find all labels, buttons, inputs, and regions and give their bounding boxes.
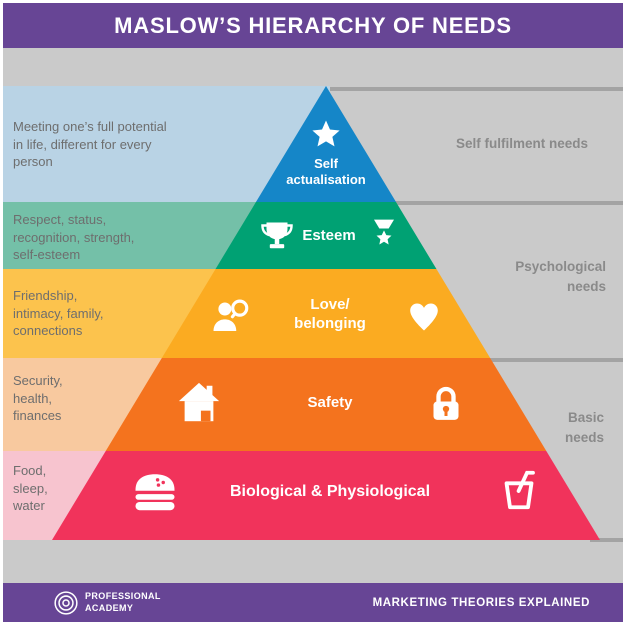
description-safety: Security, health, finances <box>13 373 63 424</box>
band-label-biological: Biological & Physiological <box>229 483 431 500</box>
title-bar: MASLOW’S HIERARCHY OF NEEDS <box>3 3 623 48</box>
divider-basic <box>590 538 623 542</box>
description-love-belonging: Friendship, intimacy, family, connection… <box>13 288 104 339</box>
page-title: MASLOW’S HIERARCHY OF NEEDS <box>114 12 512 38</box>
person-chat-icon <box>213 299 249 332</box>
burger-icon <box>135 474 175 511</box>
heart-icon <box>410 303 438 331</box>
house-icon <box>178 382 220 422</box>
spiral-logo-icon <box>54 590 78 615</box>
trophy-icon <box>261 222 293 249</box>
footer-tagline: MARKETING THEORIES EXPLAINED <box>372 596 590 609</box>
canvas-background: MASLOW’S HIERARCHY OF NEEDS Meeting one’… <box>3 3 623 622</box>
description-self-actualisation: Meeting one’s full potential in life, di… <box>13 119 167 170</box>
star-icon <box>312 120 340 147</box>
medal-icon <box>374 219 394 245</box>
drink-icon <box>504 470 535 510</box>
padlock-icon <box>433 386 459 420</box>
group-label-self-fulfilment: Self fulfilment needs <box>455 136 588 151</box>
divider-top <box>330 87 623 91</box>
band-label-esteem: Esteem <box>302 227 356 244</box>
band-label-self-actualisation: Self actualisation <box>286 156 366 188</box>
divider-self-fulfilment <box>390 201 623 205</box>
footer-bar: PROFESSIONAL ACADEMY MARKETING THEORIES … <box>3 583 623 622</box>
description-esteem: Respect, status, recognition, strength, … <box>13 212 135 263</box>
brand-name: PROFESSIONAL ACADEMY <box>85 591 161 613</box>
group-label-psychological: Psychological needs <box>515 259 606 294</box>
brand: PROFESSIONAL ACADEMY <box>53 590 161 616</box>
divider-psychological <box>480 358 623 362</box>
description-biological: Food, sleep, water <box>13 463 48 514</box>
group-label-basic: Basic needs <box>564 410 604 445</box>
band-label-love-belonging: Love/ belonging <box>294 296 366 332</box>
band-label-safety: Safety <box>307 394 353 411</box>
